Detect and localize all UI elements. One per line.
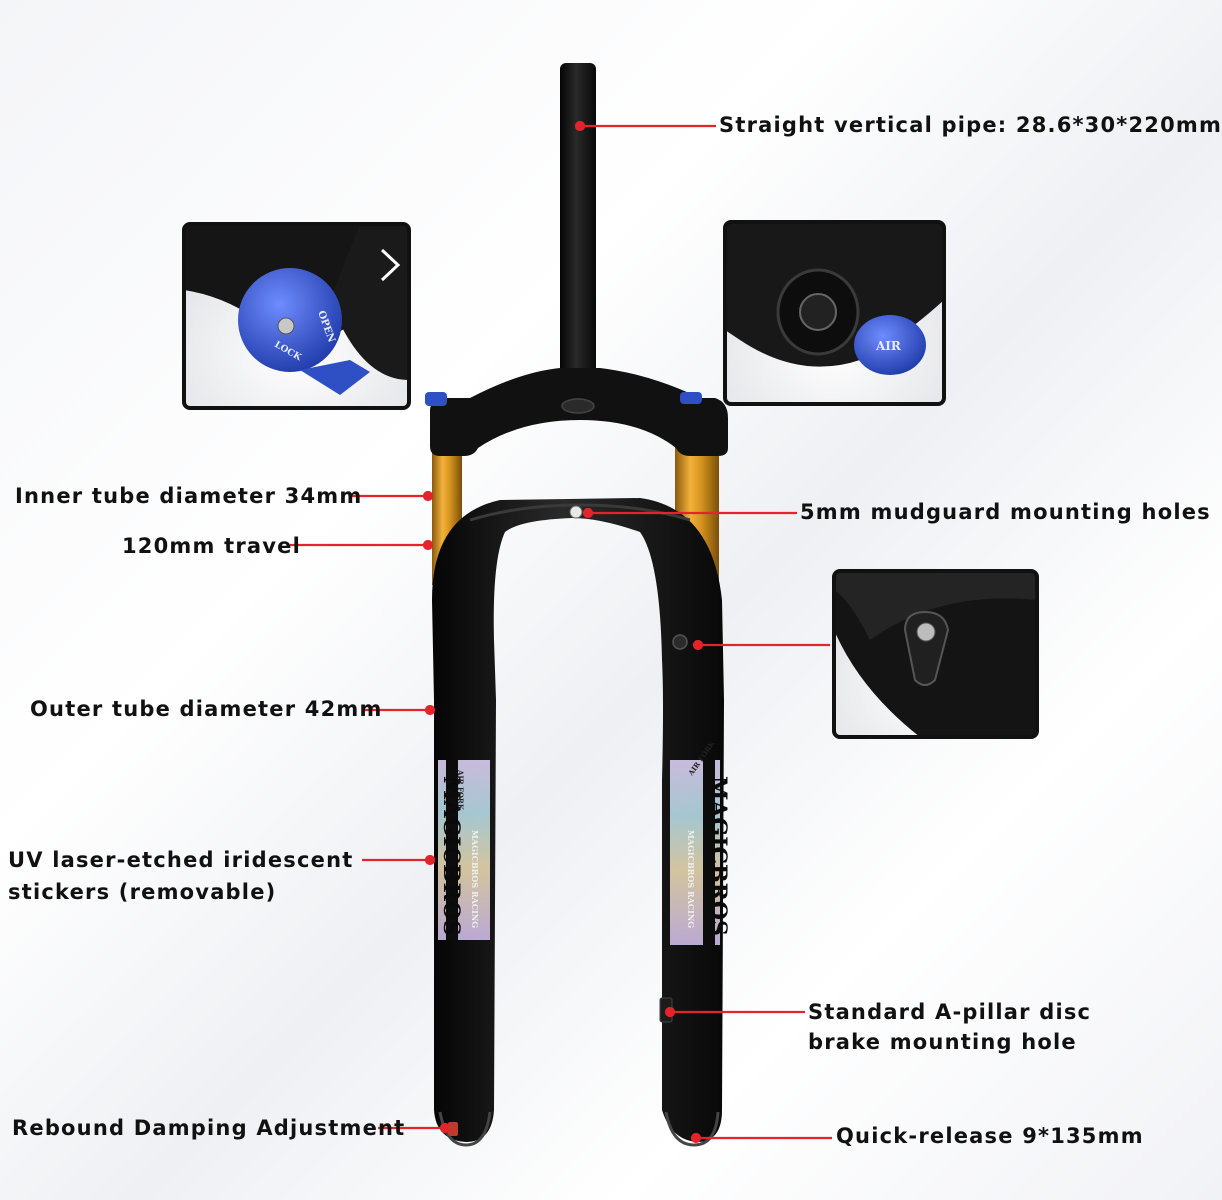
inner-tube-callout: Inner tube diameter 34mm [15,484,363,508]
travel-callout: 120mm travel [122,534,302,558]
callout-lines [290,120,832,1144]
left-sticker-airfork: AIR FORK [456,769,465,811]
rebound-callout: Rebound Damping Adjustment [12,1116,406,1140]
inset-lockout: OPEN LOCK [182,222,411,410]
inset-fender-boss [832,569,1039,739]
air-cap-text: AIR [875,339,902,353]
right-sticker-brand: MAGICBROS [705,776,731,936]
rebound-knob [448,1122,458,1136]
mudguard-callout: 5mm mudguard mounting holes [800,500,1211,524]
fender-boss [672,634,688,650]
lockout-knob [425,392,447,406]
left-sticker-racing: MAGICBROS RACING [470,830,480,928]
left-sticker: MAGICBROS MAGICBROS RACING AIR FORK [438,760,490,940]
mudguard-hole [569,505,583,519]
left-sticker-brand: MAGICBROS [438,776,464,936]
stickers-callout-line1: UV laser-etched iridescent [8,848,354,872]
outer-tube-callout: Outer tube diameter 42mm [30,697,383,721]
steerer-callout: Straight vertical pipe: 28.6*30*220mm [719,113,1222,137]
quick-release-callout: Quick-release 9*135mm [836,1124,1144,1148]
disc-callout-line1: Standard A-pillar disc [808,1000,1092,1024]
inset-air-cap: AIR [723,220,946,406]
right-sticker-racing: MAGICBROS RACING [686,830,696,928]
steerer-tube [560,63,596,385]
air-cap-icon [854,315,926,375]
fender-mount-icon [903,610,950,686]
stickers-callout-line2: stickers (removable) [8,880,277,904]
fork-lowers [432,498,724,1142]
right-dropout [664,1111,720,1147]
disc-callout-line2: brake mounting hole [808,1030,1077,1054]
right-sticker: MAGICBROS MAGICBROS RACING AIR FORK [670,739,731,945]
air-cap-knob [680,392,702,404]
crown-center-hole [561,398,595,414]
